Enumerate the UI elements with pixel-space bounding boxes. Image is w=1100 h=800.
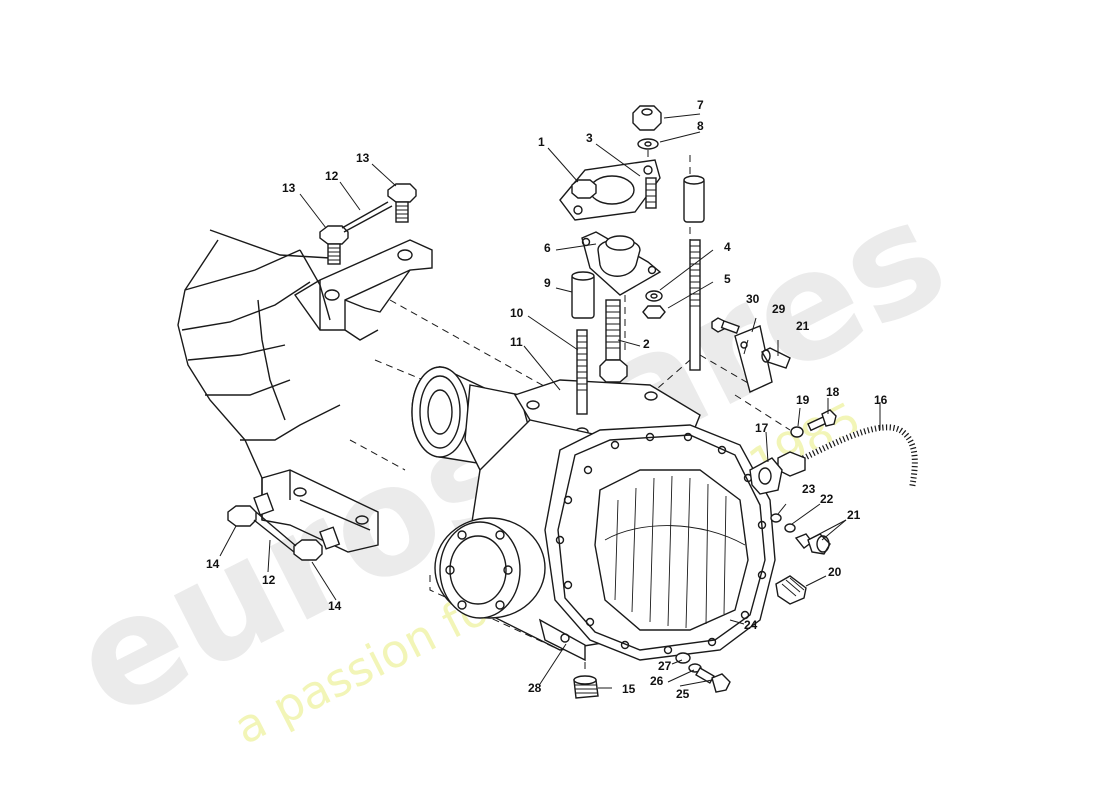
stud-3 xyxy=(571,177,657,209)
callout-16: 16 xyxy=(874,393,888,407)
callout-15: 15 xyxy=(622,682,636,696)
callout-18: 18 xyxy=(826,385,840,399)
callout-7: 7 xyxy=(697,98,704,112)
callout-12-top: 12 xyxy=(325,169,339,183)
callout-12-bottom: 12 xyxy=(262,573,276,587)
washer-8 xyxy=(637,138,659,150)
washer-22 xyxy=(784,523,796,533)
callout-19: 19 xyxy=(796,393,810,407)
spacer-right xyxy=(683,175,705,371)
bolt-14-left xyxy=(227,492,275,527)
callout-5: 5 xyxy=(724,272,731,286)
leader-lines xyxy=(219,113,881,689)
callout-14-right: 14 xyxy=(328,599,342,613)
callout-21-upper: 21 xyxy=(796,319,810,333)
bolt-25 xyxy=(695,667,731,693)
callout-1: 1 xyxy=(538,135,545,149)
callout-13-right: 13 xyxy=(356,151,370,165)
callout-2: 2 xyxy=(643,337,650,351)
gasket-17 xyxy=(749,457,783,495)
stud-10 xyxy=(576,329,588,415)
drain-plug-20 xyxy=(775,575,807,605)
callout-25: 25 xyxy=(676,687,690,701)
callout-13-left: 13 xyxy=(282,181,296,195)
callout-labels: 1 2 3 4 5 6 7 8 9 10 11 12 12 13 13 14 1… xyxy=(206,98,888,701)
bolt-14-right xyxy=(293,526,341,561)
washer-4 xyxy=(645,290,663,302)
lock-wire-12 xyxy=(341,201,389,229)
bolt-30 xyxy=(711,317,740,334)
callout-10: 10 xyxy=(510,306,524,320)
callout-20: 20 xyxy=(828,565,842,579)
callout-28: 28 xyxy=(528,681,542,695)
callout-22: 22 xyxy=(820,492,834,506)
callout-24: 24 xyxy=(744,618,758,632)
cover-bolt-holes xyxy=(555,432,767,655)
callout-26: 26 xyxy=(650,674,664,688)
lock-wire-12-lower xyxy=(255,511,297,547)
plug-21-large xyxy=(807,533,831,555)
callout-27: 27 xyxy=(658,659,672,673)
callout-23: 23 xyxy=(802,482,816,496)
bolt-13-right xyxy=(387,183,417,223)
filler-plug-15 xyxy=(573,675,599,699)
fitting-21-upper xyxy=(761,347,791,369)
bolt-18 xyxy=(807,409,837,432)
bolt-2 xyxy=(599,299,628,383)
differential-housing xyxy=(411,365,776,662)
nut-5 xyxy=(642,305,666,319)
callout-14-left: 14 xyxy=(206,557,220,571)
washer-19 xyxy=(790,426,804,438)
rubber-mount-6 xyxy=(581,231,662,296)
nut-7 xyxy=(632,105,662,131)
spacer-9 xyxy=(571,271,595,319)
callout-8: 8 xyxy=(697,119,704,133)
breather-hose-16 xyxy=(777,424,918,489)
callout-4: 4 xyxy=(724,240,731,254)
callout-11: 11 xyxy=(510,335,523,349)
callout-17: 17 xyxy=(755,421,769,435)
seal-23 xyxy=(770,513,782,523)
callout-6: 6 xyxy=(544,241,551,255)
callout-29: 29 xyxy=(772,302,786,316)
callout-9: 9 xyxy=(544,276,551,290)
callout-3: 3 xyxy=(586,131,593,145)
callout-21-lower: 21 xyxy=(847,508,861,522)
bolt-13-left xyxy=(319,225,349,265)
callout-30: 30 xyxy=(746,292,760,306)
